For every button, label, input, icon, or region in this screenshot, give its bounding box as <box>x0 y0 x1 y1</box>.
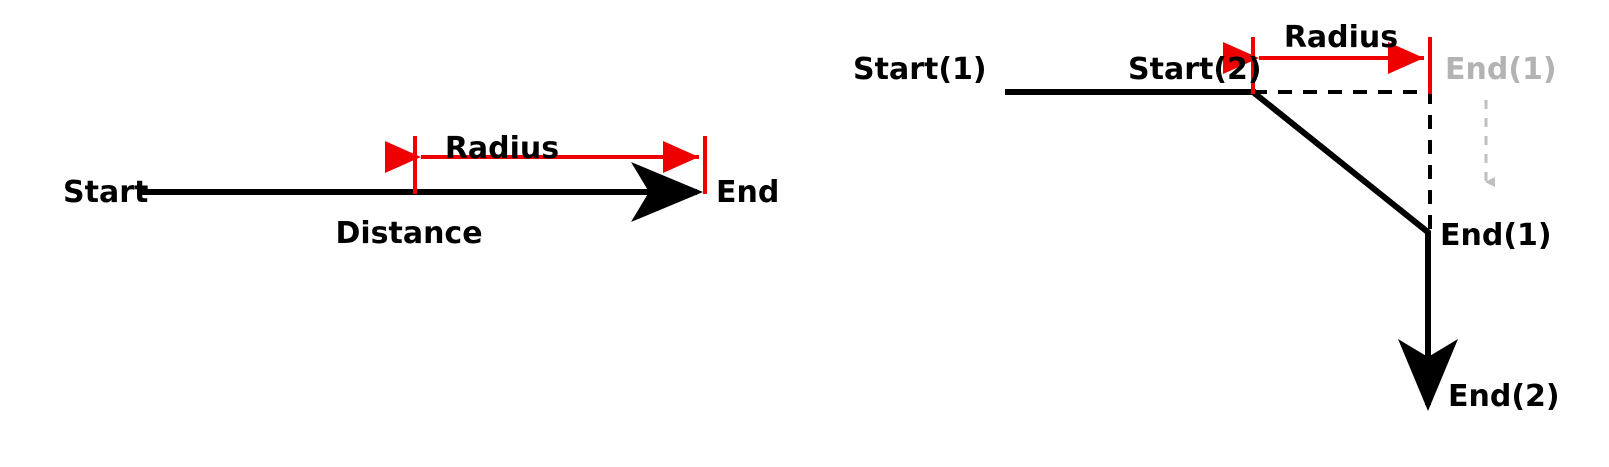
left-diagram-group: Start End Radius Distance <box>63 131 779 251</box>
label-start-2: Start(2) <box>1128 52 1262 87</box>
label-end-2: End(2) <box>1448 379 1560 414</box>
label-distance: Distance <box>335 216 482 251</box>
label-start: Start <box>63 175 148 210</box>
label-start-1: Start(1) <box>853 52 987 87</box>
right-diagram-group: Start(1) Start(2) Radius End(1) End(1) E… <box>853 20 1560 414</box>
label-radius-left: Radius <box>445 131 559 166</box>
fillet-diagonal-line <box>1251 89 1431 236</box>
label-end: End <box>716 175 779 210</box>
label-end-1: End(1) <box>1440 218 1552 253</box>
label-radius-right: Radius <box>1284 20 1398 55</box>
label-end-1-ghost: End(1) <box>1445 52 1557 87</box>
